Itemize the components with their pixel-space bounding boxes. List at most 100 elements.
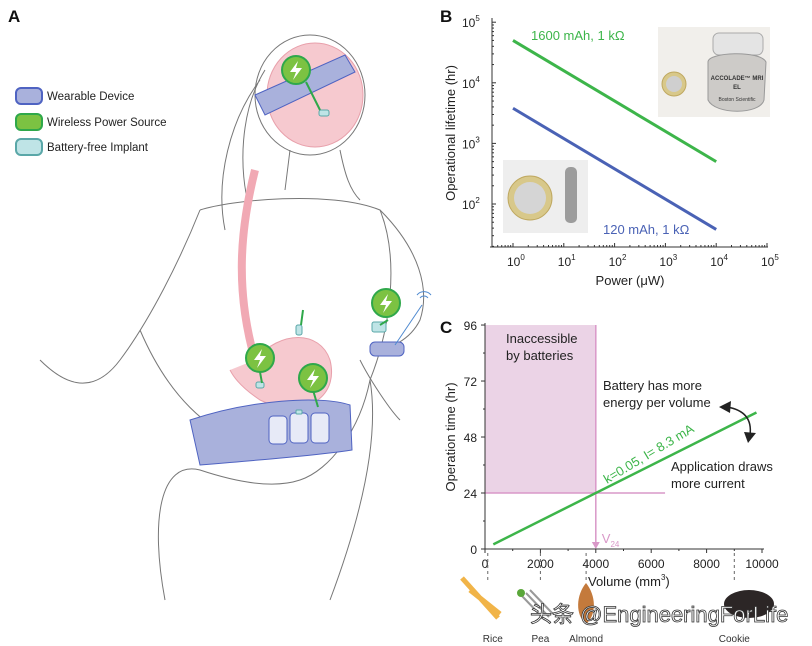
leadless-pacemaker-icon: [565, 167, 577, 223]
x-tick-label: 104: [710, 253, 728, 269]
legend-label: Wearable Device: [47, 91, 134, 103]
y-tick-label: 72: [464, 375, 478, 389]
x-tick-label: 2000: [527, 557, 554, 571]
x-tick-exponent: 1: [571, 253, 576, 262]
pacemaker-model-text: EL: [733, 85, 741, 91]
lightning-icon: [245, 343, 275, 373]
object-label-pea: Pea: [532, 634, 550, 645]
y-axis-label: Operation time (hr): [443, 382, 458, 491]
y-tick-label: 104: [462, 75, 480, 91]
curved-arrow-icon: [726, 406, 752, 436]
legend-item-wearable: Wearable Device: [15, 87, 134, 105]
inaccessible-region-label: Inaccessible: [506, 331, 578, 346]
x-tick-label: 0: [482, 557, 489, 571]
x-axis-label-sup: 3: [661, 573, 666, 582]
x-tick-label: 103: [659, 253, 677, 269]
annotation-application-current: Application draws: [671, 459, 773, 474]
panel-label-a: A: [8, 7, 20, 26]
implant-swatch: [15, 138, 43, 156]
power-links: [259, 81, 389, 408]
v24-label: V24: [602, 531, 620, 549]
implant-icon: [318, 109, 330, 117]
pea-fork-icon: [517, 589, 554, 621]
x-tick-label: 100: [507, 253, 525, 269]
inaccessible-region-label: by batteries: [506, 348, 574, 363]
pacemaker-model-text: ACCOLADE™ MRI: [711, 75, 764, 82]
y-tick-label: 48: [464, 431, 478, 445]
x-axis-label-end: ): [665, 574, 669, 589]
x-tick-exponent: 4: [724, 253, 729, 262]
y-tick-exponent: 5: [475, 14, 480, 23]
neck: [284, 149, 361, 201]
coin-center: [666, 76, 682, 92]
cookie-icon: [724, 590, 774, 618]
x-axis-label: Power (μW): [596, 273, 665, 288]
object-label-rice: Rice: [483, 634, 503, 645]
rice-chopsticks-icon: [460, 576, 502, 620]
x-tick-label: 10000: [745, 557, 779, 571]
wearable-swatch: [15, 87, 43, 105]
x-tick-label: 8000: [693, 557, 720, 571]
v24-subscript: 24: [610, 540, 619, 549]
annotation-battery-energy: Battery has more: [603, 378, 702, 393]
y-tick-label: 103: [462, 135, 480, 151]
v24-arrow-icon: [591, 542, 600, 549]
leadless-pacemaker-photo: [503, 160, 588, 233]
implant-icon: [255, 381, 265, 389]
x-tick-label: 102: [609, 253, 627, 269]
y-axis-label: Operational lifetime (hr): [443, 65, 458, 201]
y-tick-label: 105: [462, 14, 480, 30]
arrowhead-icon: [744, 432, 756, 443]
pacemaker-brand-text: Boston Scientific: [719, 97, 756, 103]
y-tick-label: 24: [464, 487, 478, 501]
series-label-120mah: 120 mAh, 1 kΩ: [603, 222, 690, 237]
lightning-icon: [298, 363, 328, 393]
panel-label-c: C: [440, 318, 452, 337]
y-tick-label: 102: [462, 196, 480, 212]
implant-icon: [295, 324, 303, 336]
y-tick-exponent: 2: [475, 196, 480, 205]
wifi-icon: [416, 291, 432, 299]
belt-module: [310, 412, 330, 444]
y-tick-exponent: 3: [475, 135, 480, 144]
lightning-icon: [371, 288, 401, 318]
inaccessible-region: [485, 325, 596, 494]
legend-item-implant: Battery-free Implant: [15, 138, 149, 156]
pacemaker-body: [707, 53, 767, 112]
x-axis-label: Volume (mm3): [588, 573, 670, 589]
y-tick-label: 96: [464, 319, 478, 333]
x-tick-exponent: 3: [673, 253, 678, 262]
arrowhead-icon: [719, 401, 731, 413]
object-label-cookie: Cookie: [719, 634, 751, 645]
wireless-link: [394, 304, 423, 346]
legend: Wearable Device Wireless Power Source Ba…: [15, 87, 167, 156]
annotation-battery-energy: energy per volume: [603, 395, 711, 410]
legend-item-power: Wireless Power Source: [15, 113, 167, 131]
belt-module: [268, 415, 288, 445]
series-line-120mah: [512, 106, 717, 231]
series-line-1600mah: [512, 39, 717, 163]
pacemaker-photo: ACCOLADE™ MRI EL Boston Scientific: [658, 27, 770, 117]
series-line: [492, 411, 758, 546]
legend-label: Wireless Power Source: [47, 117, 167, 129]
watermark: 头条 @EngineeringForLife: [530, 602, 788, 627]
x-tick-exponent: 5: [774, 253, 779, 262]
x-tick-label: 105: [761, 253, 779, 269]
power-source-icons: [245, 55, 401, 393]
object-label-almond: Almond: [569, 634, 603, 645]
x-tick-exponent: 2: [622, 253, 627, 262]
coin-center: [514, 182, 546, 214]
y-tick-label: 0: [470, 543, 477, 557]
x-tick-label: 4000: [582, 557, 609, 571]
implant-icon: [295, 409, 303, 415]
pacemaker-header: [712, 32, 764, 56]
y-tick-exponent: 4: [475, 75, 480, 84]
annotation-application-current: more current: [671, 476, 745, 491]
x-tick-label: 6000: [638, 557, 665, 571]
series-label-1600mah: 1600 mAh, 1 kΩ: [531, 28, 625, 43]
lightning-icon: [281, 55, 311, 85]
torso-outline: [39, 197, 392, 601]
